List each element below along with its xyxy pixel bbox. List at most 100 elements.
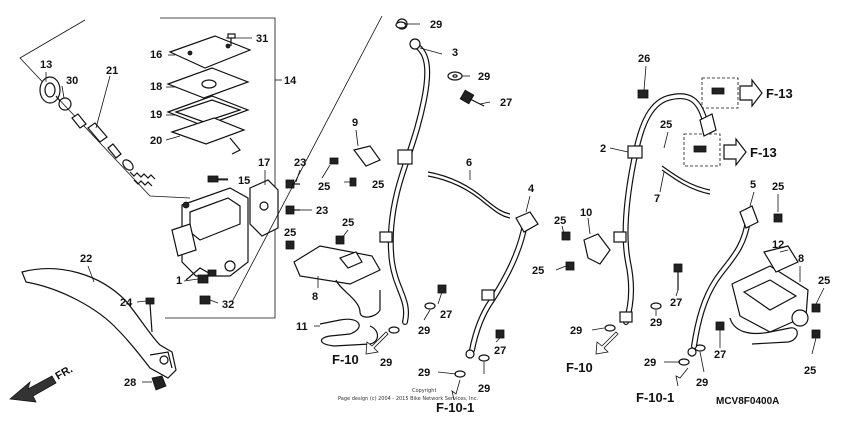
callout-16: 16 — [150, 49, 162, 61]
bolt-15 — [207, 175, 228, 183]
bolt-27-top — [459, 89, 485, 107]
diagram-code: MCV8F0400A — [716, 396, 779, 407]
ref-f10-1-center: F-10-1 — [436, 400, 474, 415]
washer-29-top — [395, 21, 407, 29]
callout-labels: 13 30 21 16 31 14 18 19 20 17 15 23 23 2… — [40, 19, 830, 395]
callout-2: 2 — [600, 143, 606, 155]
callout-25-right-e: 25 — [804, 365, 816, 377]
hose-fitting-4 — [465, 211, 539, 359]
callout-29-center-c: 29 — [418, 367, 430, 379]
master-cylinder-group — [9, 17, 312, 403]
group-14-frame — [160, 17, 276, 319]
callout-25-left: 25 — [284, 227, 296, 239]
callout-27-center: 27 — [440, 309, 452, 321]
brake-pipe-6 — [427, 171, 511, 219]
front-direction-arrow — [9, 375, 57, 403]
callout-3: 3 — [452, 47, 458, 59]
callout-18: 18 — [150, 81, 162, 93]
callout-25-right-top: 25 — [660, 119, 672, 131]
pivot-bolt-24 — [145, 297, 155, 333]
callout-22: 22 — [80, 253, 92, 265]
bracket-8-center — [293, 235, 381, 285]
copyright-line-2: Page design (c) 2004 - 2015 Bike Network… — [338, 396, 478, 402]
nut-28 — [151, 375, 167, 391]
callout-10: 10 — [580, 207, 592, 219]
callout-29-center-b: 29 — [380, 357, 392, 369]
bolt-23-upper — [285, 179, 300, 189]
callout-29-right-d: 29 — [696, 377, 708, 389]
bolt-25-left — [285, 240, 295, 250]
ref-f13-lower: F-13 — [750, 145, 777, 160]
callout-13: 13 — [40, 59, 52, 71]
callout-25-right-c: 25 — [772, 181, 784, 193]
bolt-23-lower — [285, 205, 300, 215]
callout-25-right-a: 25 — [554, 215, 566, 227]
callout-14: 14 — [284, 75, 297, 87]
front-label: FR. — [54, 363, 75, 382]
ref-f10-1-right: F-10-1 — [636, 390, 674, 405]
hose-fitting-5 — [687, 205, 759, 357]
valve-12 — [763, 245, 799, 273]
washer-29-mid — [447, 71, 463, 81]
callout-29-right-b: 29 — [650, 317, 662, 329]
diaphragm-19 — [166, 95, 250, 127]
callout-27-right-lower: 27 — [714, 349, 726, 361]
callout-29-mid: 29 — [478, 71, 490, 83]
brake-lever-22 — [21, 268, 177, 379]
callout-23-lower: 23 — [316, 205, 328, 217]
callout-29-top: 29 — [430, 19, 442, 31]
bolt-26 — [637, 89, 649, 99]
callout-25-center-right: 25 — [372, 179, 384, 191]
pipe-loop-right — [729, 317, 798, 345]
bolt-27-right — [673, 263, 683, 290]
screw-32 — [199, 295, 211, 305]
callout-29-center-a: 29 — [418, 325, 430, 337]
callout-29-center-d: 29 — [478, 383, 490, 395]
callout-4: 4 — [528, 183, 535, 195]
joint-9 — [329, 145, 381, 187]
center-hose-group — [231, 15, 539, 401]
callout-7: 7 — [654, 193, 660, 205]
callout-25-right-b: 25 — [532, 265, 544, 277]
plate-18 — [166, 67, 250, 99]
callout-23-upper: 23 — [294, 157, 306, 169]
bolt-27-lower-right — [715, 321, 725, 331]
pipe-7 — [661, 165, 711, 195]
callout-29-right-c: 29 — [644, 357, 656, 369]
callout-27-center-lower: 27 — [494, 345, 506, 357]
ref-f10-center: F-10 — [332, 352, 359, 367]
callout-6: 6 — [466, 157, 472, 169]
callout-32: 32 — [222, 299, 234, 311]
callout-25-center-left: 25 — [318, 181, 330, 193]
callout-12: 12 — [772, 239, 784, 251]
piston-assembly — [71, 113, 156, 187]
callout-25-right-d: 25 — [818, 275, 830, 287]
bolts-25-right-lower — [811, 303, 821, 339]
callout-11: 11 — [296, 321, 308, 333]
callout-29-right-a: 29 — [570, 325, 582, 337]
reservoir-cap-16 — [168, 35, 252, 69]
bracket-8-right — [731, 265, 809, 333]
callout-27-right: 27 — [670, 297, 682, 309]
pipe-11 — [319, 279, 381, 347]
callout-21: 21 — [106, 65, 118, 77]
piston-cup-13 — [39, 76, 61, 104]
callout-31: 31 — [256, 33, 268, 45]
detail-box-lower — [683, 133, 721, 167]
hose-clamp-upper — [379, 149, 413, 243]
callout-1: 1 — [176, 275, 182, 287]
f13-arrow-upper — [739, 78, 763, 108]
joint-10 — [561, 231, 611, 271]
callout-24: 24 — [120, 297, 133, 309]
callout-20: 20 — [150, 135, 162, 147]
callout-9: 9 — [352, 117, 358, 129]
reference-labels: F-10 F-10-1 F-10 F-10-1 F-13 F-13 FR. MC… — [54, 86, 793, 415]
callout-19: 19 — [150, 109, 162, 121]
callout-8-right: 8 — [798, 253, 804, 265]
master-cylinder-body — [171, 187, 249, 281]
bolt-25-right — [773, 213, 783, 223]
callout-25-bracket: 25 — [342, 217, 354, 229]
ref-f13-upper: F-13 — [766, 86, 793, 101]
float-20 — [170, 117, 246, 155]
